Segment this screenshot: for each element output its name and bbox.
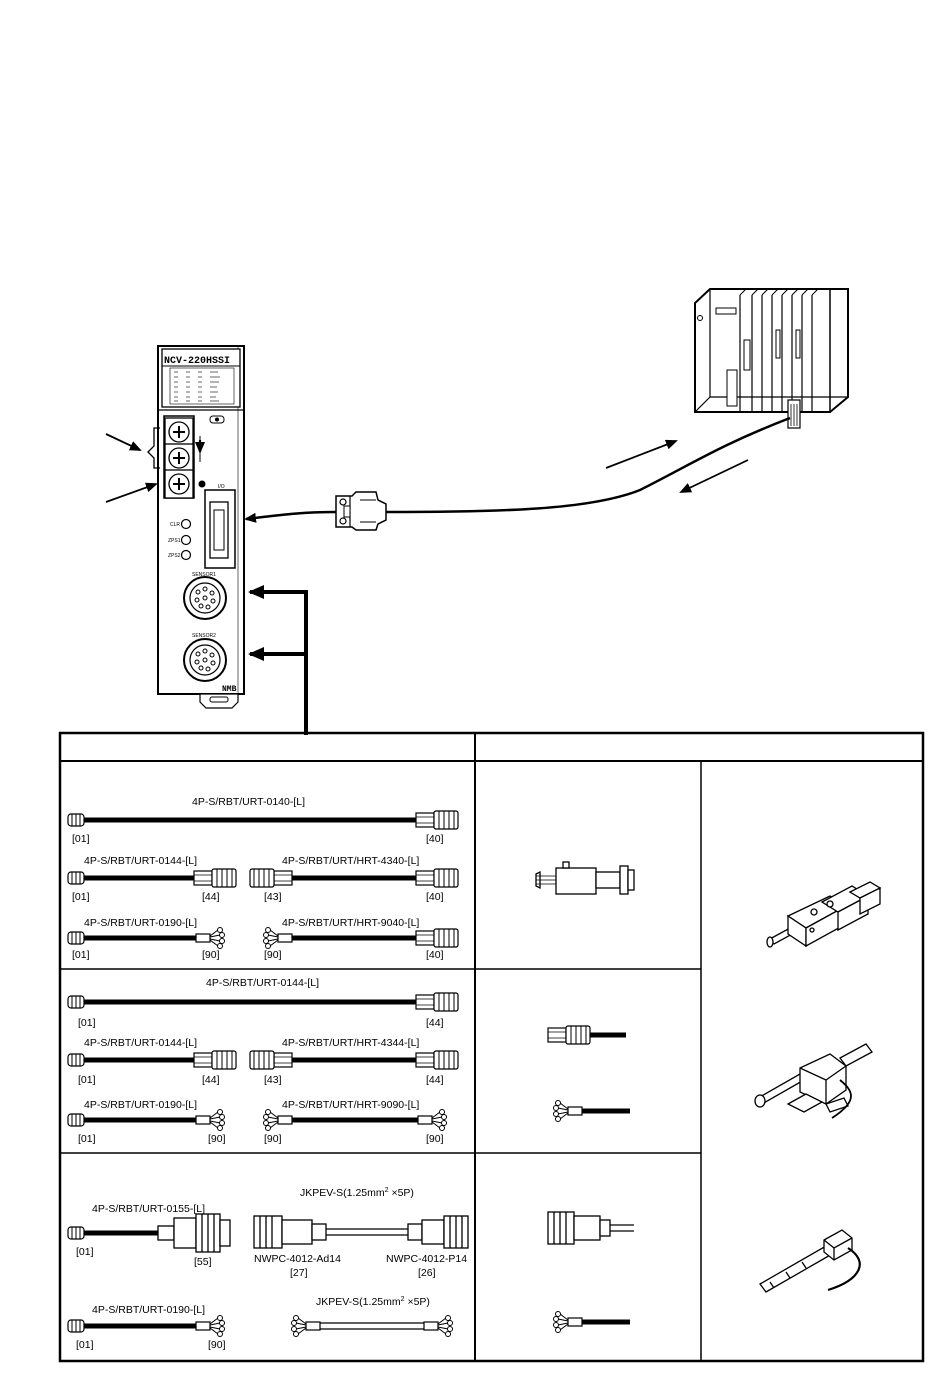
led-zps1-label: ZPS1 bbox=[168, 538, 181, 544]
r2-c3-left: [43] bbox=[264, 1074, 282, 1086]
port-io-label: I/O bbox=[218, 484, 225, 490]
r3-c1-name: 4P-S/RBT/URT-0155-[L] bbox=[92, 1203, 205, 1215]
r1-c5-right: [40] bbox=[426, 949, 444, 961]
r3-c4-left: [01] bbox=[76, 1339, 94, 1351]
r1-c3-left: [43] bbox=[264, 891, 282, 903]
terminal-screw-2 bbox=[164, 443, 194, 473]
sensor2-label: SENSOR2 bbox=[192, 633, 216, 639]
r2-c5-left: [90] bbox=[264, 1133, 282, 1145]
row1-sensor-image bbox=[535, 861, 635, 895]
row2-sensor-image bbox=[547, 1025, 630, 1123]
sensor-cable-trunk bbox=[248, 585, 308, 735]
led-clr bbox=[180, 518, 192, 530]
io-cable bbox=[244, 510, 337, 523]
r1-c3-name: 4P-S/RBT/URT/HRT-4340-[L] bbox=[282, 855, 419, 867]
sensor-image-rod bbox=[754, 1043, 873, 1119]
row1-cables: 4P-S/RBT/URT-0140-[L] [01] [40] 4P-S/RBT… bbox=[67, 796, 459, 961]
row2-cables: 4P-S/RBT/URT-0144-[L] [01] [44] 4P-S/RBT… bbox=[67, 977, 459, 1145]
r1-c3-right: [40] bbox=[426, 891, 444, 903]
sensor1-connector bbox=[183, 576, 227, 620]
r1-c4-left: [01] bbox=[72, 949, 90, 961]
r2-c3-right: [44] bbox=[426, 1074, 444, 1086]
r1-c5-name: 4P-S/RBT/URT/HRT-9040-[L] bbox=[282, 917, 419, 929]
r2-c5-name: 4P-S/RBT/URT/HRT-9090-[L] bbox=[282, 1099, 419, 1111]
r2-c2-left: [01] bbox=[78, 1074, 96, 1086]
r3-jk2-name: JKPEV-S(1.25mm2 ×5P) bbox=[316, 1296, 430, 1308]
r2-c2-name: 4P-S/RBT/URT-0144-[L] bbox=[84, 1037, 197, 1049]
r1-c4-right: [90] bbox=[202, 949, 220, 961]
r2-c4-name: 4P-S/RBT/URT-0190-[L] bbox=[84, 1099, 197, 1111]
sensor-image-cylinder bbox=[766, 881, 882, 948]
row3-sensor-image bbox=[547, 1211, 634, 1334]
module-logo: NMB bbox=[222, 685, 237, 694]
r1-c2-name: 4P-S/RBT/URT-0144-[L] bbox=[84, 855, 197, 867]
r3-c1-left: [01] bbox=[76, 1246, 94, 1258]
sensor-image-probe bbox=[759, 1229, 861, 1293]
r2-c2-right: [44] bbox=[202, 1074, 220, 1086]
r3-nw2-code: [26] bbox=[418, 1267, 436, 1279]
row3-cables: 4P-S/RBT/URT-0155-[L] [01] [55] JKPEV-S(… bbox=[67, 1187, 469, 1351]
terminal-screw-1 bbox=[164, 417, 194, 447]
r1-c2-left: [01] bbox=[72, 891, 90, 903]
ncv-module: NCV-220HSSI I/O CLR ZPS1 bbox=[157, 345, 245, 709]
led-zps2-label: ZPS2 bbox=[168, 553, 181, 559]
r1-c2-right: [44] bbox=[202, 891, 220, 903]
r2-c3-name: 4P-S/RBT/URT/HRT-4344-[L] bbox=[282, 1037, 419, 1049]
sensor2-connector bbox=[183, 638, 227, 682]
module-model: NCV-220HSSI bbox=[164, 356, 230, 367]
r3-nw1-name: NWPC-4012-Ad14 bbox=[254, 1253, 341, 1265]
r1-c1-right: [40] bbox=[426, 833, 444, 845]
led-zps1 bbox=[180, 534, 192, 546]
r3-jk1-name: JKPEV-S(1.25mm2 ×5P) bbox=[300, 1187, 414, 1199]
r1-c1-left: [01] bbox=[72, 833, 90, 845]
r1-c5-left: [90] bbox=[264, 949, 282, 961]
r3-c4-right: [90] bbox=[208, 1339, 226, 1351]
callout-arrow-1 bbox=[105, 433, 142, 451]
plc-cable bbox=[385, 416, 791, 514]
r3-c4-name: 4P-S/RBT/URT-0190-[L] bbox=[92, 1304, 205, 1316]
r2-c4-right: [90] bbox=[208, 1133, 226, 1145]
r2-c1-name: 4P-S/RBT/URT-0144-[L] bbox=[206, 977, 319, 989]
led-zps2 bbox=[180, 549, 192, 561]
r2-c1-left: [01] bbox=[78, 1017, 96, 1029]
r3-nw2-name: NWPC-4012-P14 bbox=[386, 1253, 467, 1265]
arrow-from-plc bbox=[679, 459, 749, 493]
r3-nw1-code: [27] bbox=[290, 1267, 308, 1279]
callout-arrow-2 bbox=[105, 482, 158, 503]
sensor1-label: SENSOR1 bbox=[192, 572, 216, 578]
r2-c1-right: [44] bbox=[426, 1017, 444, 1029]
io-cable-connector bbox=[335, 491, 387, 531]
r3-c1-right: [55] bbox=[194, 1256, 212, 1268]
r1-c1-name: 4P-S/RBT/URT-0140-[L] bbox=[192, 796, 305, 808]
cable-table bbox=[58, 731, 925, 1363]
r1-c4-name: 4P-S/RBT/URT-0190-[L] bbox=[84, 917, 197, 929]
bracket bbox=[147, 427, 160, 469]
r2-c4-left: [01] bbox=[78, 1133, 96, 1145]
led-clr-label: CLR bbox=[170, 522, 180, 528]
terminal-screw-3 bbox=[164, 469, 194, 499]
plc-rack bbox=[694, 288, 849, 429]
r2-c5-right: [90] bbox=[426, 1133, 444, 1145]
arrow-to-plc bbox=[605, 439, 678, 469]
